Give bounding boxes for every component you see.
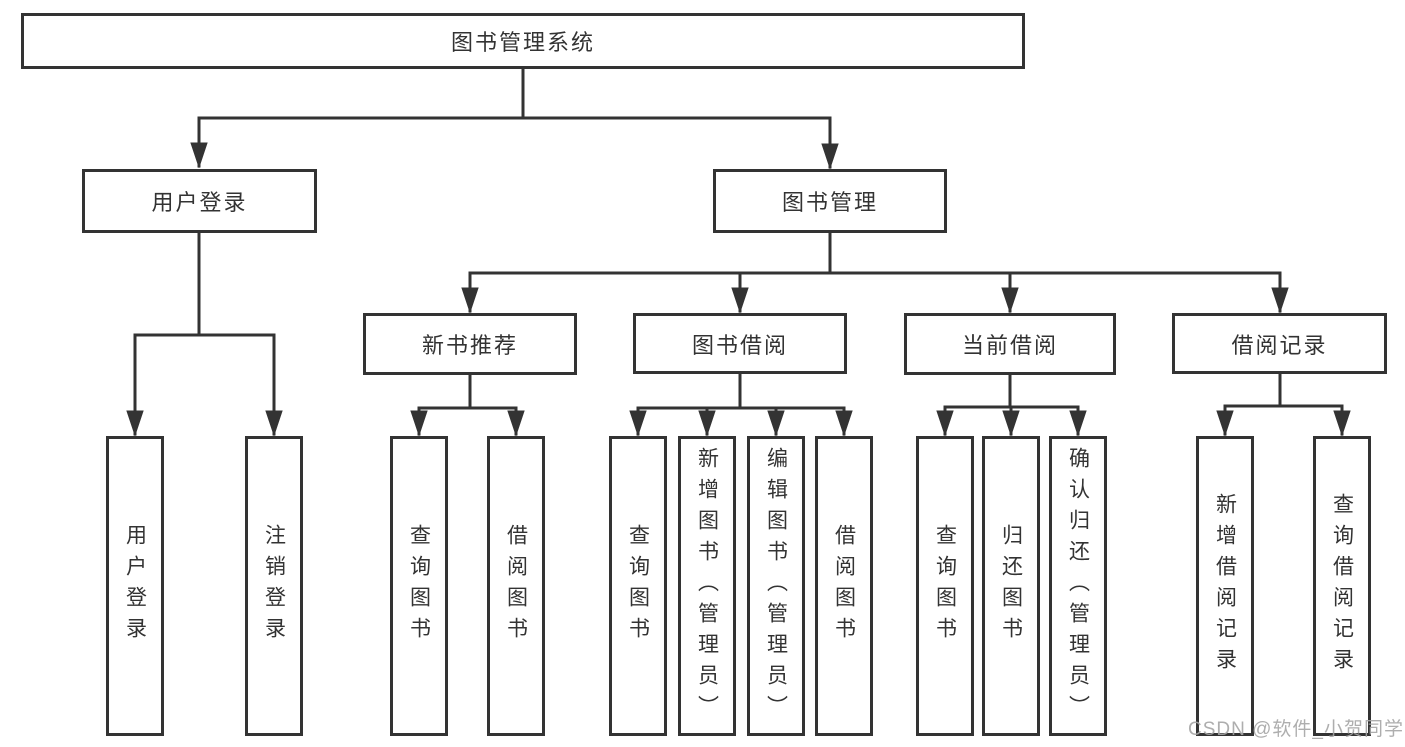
node-current-borrow: 当前借阅: [904, 313, 1116, 375]
leaf-current-query-book: 查询图书: [916, 436, 974, 736]
node-book-borrow: 图书借阅: [633, 313, 847, 374]
leaf-record-query-record: 查询借阅记录: [1313, 436, 1371, 736]
leaf-borrow-query-book: 查询图书: [609, 436, 667, 736]
node-new-book-recommend-label: 新书推荐: [421, 333, 518, 358]
node-borrow-record: 借阅记录: [1172, 313, 1387, 374]
leaf-record-add-record: 新增借阅记录: [1196, 436, 1254, 736]
leaf-borrow-edit-book: 编辑图书（管理员）: [747, 436, 805, 736]
leaf-current-confirm-return-label: 确认归还（管理员）: [1066, 446, 1090, 726]
leaf-user-login: 用户登录: [106, 436, 164, 736]
node-user-login-label: 用户登录: [151, 190, 248, 215]
leaf-record-add-record-label: 新增借阅记录: [1213, 493, 1237, 679]
leaf-record-query-record-label: 查询借阅记录: [1330, 493, 1354, 679]
node-borrow-record-label: 借阅记录: [1231, 332, 1328, 358]
leaf-logout-label: 注销登录: [262, 524, 286, 648]
leaf-current-query-book-label: 查询图书: [933, 524, 957, 648]
leaf-borrow-add-book: 新增图书（管理员）: [678, 436, 736, 736]
node-root: 图书管理系统: [21, 13, 1025, 69]
leaf-rec-borrow-book: 借阅图书: [487, 436, 545, 736]
node-book-borrow-label: 图书借阅: [691, 332, 788, 358]
leaf-borrow-edit-book-label: 编辑图书（管理员）: [764, 446, 788, 726]
leaf-user-login-label: 用户登录: [123, 524, 147, 648]
leaf-borrow-borrow-book: 借阅图书: [815, 436, 873, 736]
node-user-login: 用户登录: [82, 169, 317, 233]
leaf-logout: 注销登录: [245, 436, 303, 736]
leaf-borrow-borrow-book-label: 借阅图书: [832, 524, 856, 648]
leaf-rec-query-book-label: 查询图书: [407, 524, 431, 648]
node-book-management-label: 图书管理: [781, 190, 878, 215]
node-current-borrow-label: 当前借阅: [961, 333, 1058, 358]
leaf-current-confirm-return: 确认归还（管理员）: [1049, 436, 1107, 736]
node-new-book-recommend: 新书推荐: [363, 313, 577, 375]
node-book-management: 图书管理: [713, 169, 947, 233]
leaf-borrow-add-book-label: 新增图书（管理员）: [695, 446, 719, 726]
leaf-current-return-book-label: 归还图书: [999, 524, 1023, 648]
csdn-watermark: CSDN @软件_小贺同学: [1188, 719, 1404, 740]
leaf-rec-query-book: 查询图书: [390, 436, 448, 736]
leaf-current-return-book: 归还图书: [982, 436, 1040, 736]
node-root-label: 图书管理系统: [450, 30, 595, 55]
leaf-rec-borrow-book-label: 借阅图书: [504, 524, 528, 648]
leaf-borrow-query-book-label: 查询图书: [626, 524, 650, 648]
